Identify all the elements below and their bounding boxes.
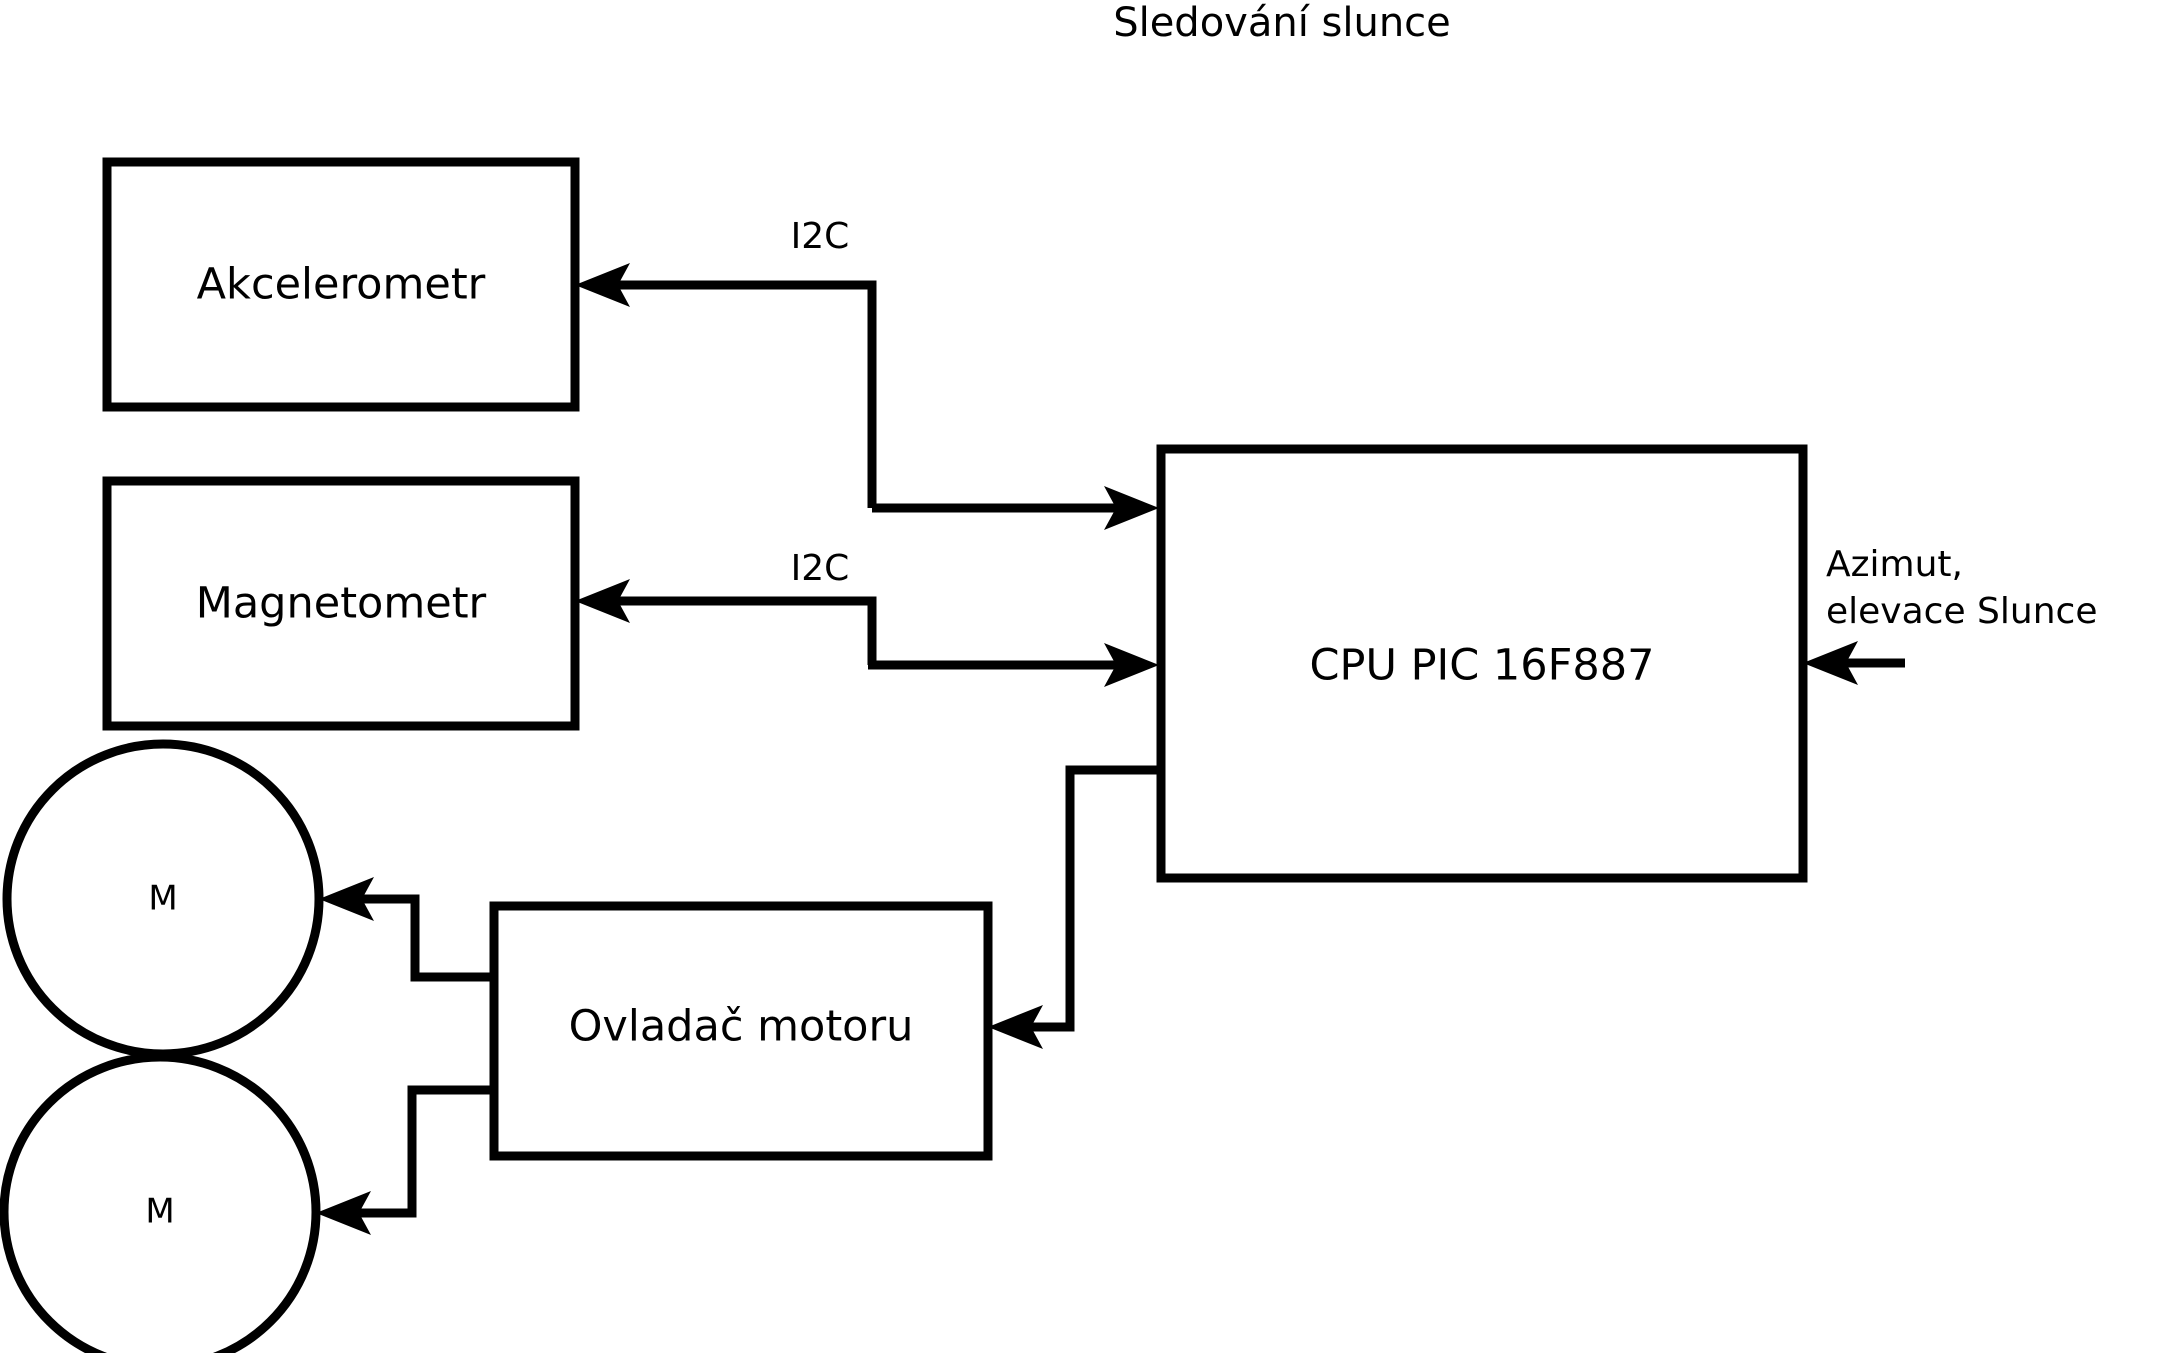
i2c-label-magnetometer: I2C xyxy=(791,548,850,589)
block-magnetometer[interactable]: Magnetometr xyxy=(102,476,580,731)
motor-driver-box[interactable] xyxy=(489,901,993,1161)
accelerometer-label: Akcelerometr xyxy=(197,260,486,310)
arrowhead-into-motor-driver xyxy=(988,1005,1043,1049)
arrowhead-into-magnetometer xyxy=(575,579,630,623)
wire-magnetometer-bus-to-cpu xyxy=(868,643,1159,687)
page-title: Sledování slunce xyxy=(1113,0,1451,46)
cpu-label: CPU PIC 16F887 xyxy=(1310,641,1655,691)
block-motor-bottom[interactable]: M xyxy=(0,1052,321,1353)
wire-cpu-to-accelerometer xyxy=(575,263,877,508)
motor-driver-label: Ovladač motoru xyxy=(569,1002,914,1052)
magnetometer-box[interactable] xyxy=(102,476,580,731)
sun-input-label-line1: Azimut, xyxy=(1826,544,1963,585)
motor-bottom-circle[interactable] xyxy=(0,1052,321,1353)
wire-cpu-to-motor-driver xyxy=(988,765,1161,1049)
accelerometer-box[interactable] xyxy=(102,157,580,412)
arrowhead-into-accelerometer xyxy=(575,263,630,307)
block-cpu[interactable]: CPU PIC 16F887 xyxy=(1156,444,1808,883)
arrowhead-into-motor-top xyxy=(319,877,374,921)
block-accelerometer[interactable]: Akcelerometr xyxy=(102,157,580,412)
wire-motor-driver-to-motor-top xyxy=(319,877,494,982)
block-motor-driver[interactable]: Ovladač motoru xyxy=(489,901,993,1161)
motor-top-label: M xyxy=(148,879,177,919)
cpu-box[interactable] xyxy=(1156,444,1808,883)
wire-accelerometer-bus-to-cpu xyxy=(872,486,1159,530)
arrowhead-into-cpu-top xyxy=(1104,486,1159,530)
i2c-label-accelerometer: I2C xyxy=(791,216,850,257)
motor-bottom-label: M xyxy=(145,1192,174,1232)
arrowhead-into-cpu-right xyxy=(1803,641,1858,685)
arrowhead-into-cpu-mid xyxy=(1104,643,1159,687)
arrowhead-into-motor-bottom xyxy=(316,1191,371,1235)
wire-sun-input-to-cpu xyxy=(1803,641,1905,685)
wire-cpu-to-magnetometer xyxy=(575,579,877,665)
magnetometer-label: Magnetometr xyxy=(196,579,487,629)
sun-input-label-line2: elevace Slunce xyxy=(1826,591,2097,632)
wire-motor-driver-to-motor-bottom xyxy=(316,1085,494,1235)
block-motor-top[interactable]: M xyxy=(2,739,324,1059)
